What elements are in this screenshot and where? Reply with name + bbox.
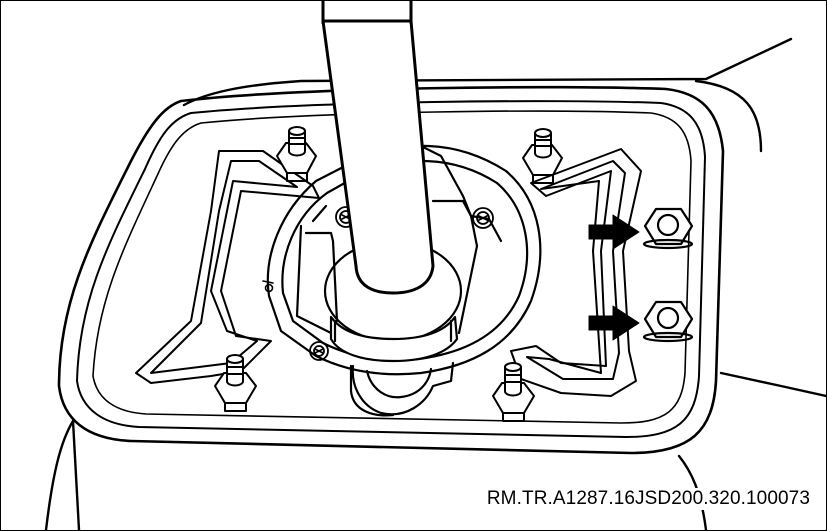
arrow-right-icon xyxy=(588,214,640,341)
figure-reference-code: RM.TR.A1287.16JSD200.320.100073 xyxy=(484,488,812,510)
bezel-plate xyxy=(57,85,725,455)
left-channel-rib xyxy=(135,150,320,384)
shift-lever-shaft xyxy=(321,1,435,295)
right-channel-rib xyxy=(510,148,642,397)
shifter-housing xyxy=(262,144,542,417)
threaded-stud-icon xyxy=(214,126,563,422)
lever-base-cup xyxy=(323,239,463,363)
hex-nut-icon xyxy=(642,207,694,343)
